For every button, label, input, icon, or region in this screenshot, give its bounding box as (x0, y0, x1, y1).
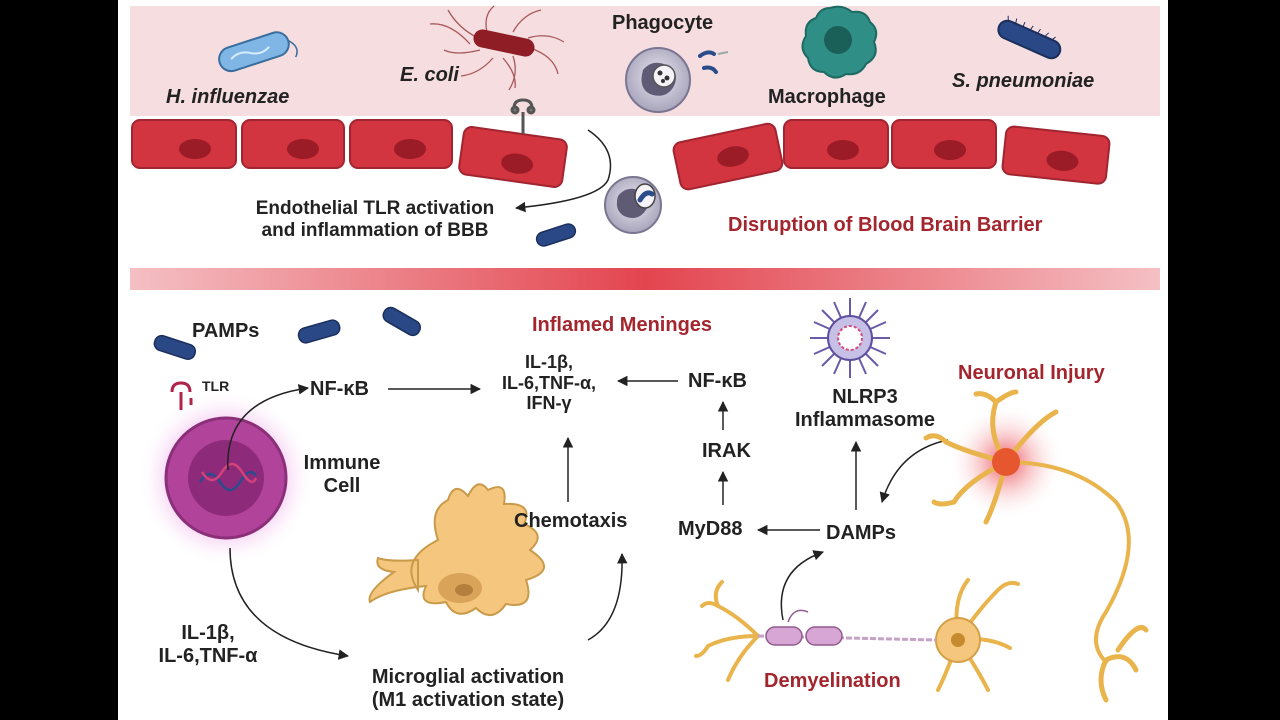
demyelinated-neuron-icon (694, 578, 1020, 692)
microglial-activation-label: Microglial activation (M1 activation sta… (348, 666, 588, 712)
endothelial-tlr-label: Endothelial TLR activation and inflammat… (230, 198, 520, 242)
microglia-to-chemotaxis-arrow (587, 552, 628, 641)
pamps-bacteria-icon (153, 306, 422, 361)
demyelination-to-damps-arrow (780, 550, 824, 621)
microglia-icon (368, 483, 545, 616)
macrophage-icon (801, 5, 878, 79)
tlr-label: TLR (202, 378, 230, 394)
injured-neuron-icon (923, 389, 1149, 703)
immune-cell-line-2: Cell (323, 475, 361, 497)
nfkb-left-label: NF-κB (310, 378, 369, 400)
tlr-receptor-icon (510, 98, 536, 134)
pamps-label: PAMPs (192, 320, 260, 342)
interleukins-label: IL-1β, IL-6,TNF-α (138, 622, 278, 668)
interleukins-line-2: IL-6,TNF-α (158, 645, 258, 667)
diagram-artwork (130, 5, 1160, 703)
immune-cell-icon (138, 390, 314, 566)
nfkb-right-label: NF-κB (688, 370, 747, 392)
migrating-phagocyte-icon (604, 176, 662, 234)
e-coli-icon (429, 5, 565, 91)
immune-cell-line-1: Immune (303, 452, 381, 474)
h-influenzae-icon (218, 31, 298, 73)
nlrp3-line-2: Inflammasome (794, 409, 936, 431)
macrophage-label: Macrophage (768, 86, 886, 108)
irak-label: IRAK (702, 440, 751, 462)
immune-to-nfkb-arrow (227, 384, 310, 471)
e-coli-label: E. coli (400, 64, 459, 86)
immune-to-microglia-arrow (229, 547, 350, 660)
phagocyte-label: Phagocyte (612, 12, 714, 34)
diagram-canvas: H. influenzae E. coli Phagocyte Macropha… (118, 0, 1168, 720)
s-pneumoniae-icon (997, 15, 1062, 60)
bacterium-icon (535, 223, 577, 247)
meninges-band (130, 268, 1160, 290)
cytokines-label: IL-1β, IL-6,TNF-α, IFN-γ (486, 352, 612, 414)
neuronal-injury-label: Neuronal Injury (958, 362, 1105, 384)
damps-label: DAMPs (826, 522, 897, 544)
myd88-label: MyD88 (678, 518, 743, 540)
demyelination-label: Demyelination (764, 670, 901, 692)
nlrp3-inflammasome-icon (810, 298, 890, 378)
tlr-activation-arrow (514, 129, 612, 213)
microglial-activation-line-1: Microglial activation (371, 666, 565, 688)
cytokines-line-3: IFN-γ (526, 393, 572, 414)
immune-tlr-receptor-icon (170, 381, 193, 410)
endothelial-tlr-line-1: Endothelial TLR activation (255, 198, 495, 219)
nlrp3-label: NLRP3 Inflammasome (794, 386, 936, 432)
chemotaxis-label: Chemotaxis (514, 510, 628, 532)
cytokines-line-1: IL-1β, (525, 352, 573, 372)
nlrp3-line-1: NLRP3 (832, 386, 898, 408)
phagocyte-icon (625, 47, 729, 113)
s-pneumoniae-label: S. pneumoniae (952, 70, 1095, 92)
h-influenzae-label: H. influenzae (166, 86, 290, 108)
cytokines-line-2: IL-6,TNF-α, (501, 372, 597, 393)
immune-cell-label: Immune Cell (292, 452, 392, 498)
endothelial-tlr-line-2: and inflammation of BBB (261, 219, 489, 241)
inflamed-meninges-label: Inflamed Meninges (532, 314, 713, 336)
neuron-to-damps-arrow (879, 439, 949, 504)
microglial-activation-line-2: (M1 activation state) (371, 689, 565, 711)
endothelial-cells (131, 119, 1111, 191)
interleukins-line-1: IL-1β, (181, 622, 235, 644)
bbb-disruption-label: Disruption of Blood Brain Barrier (728, 214, 1043, 236)
